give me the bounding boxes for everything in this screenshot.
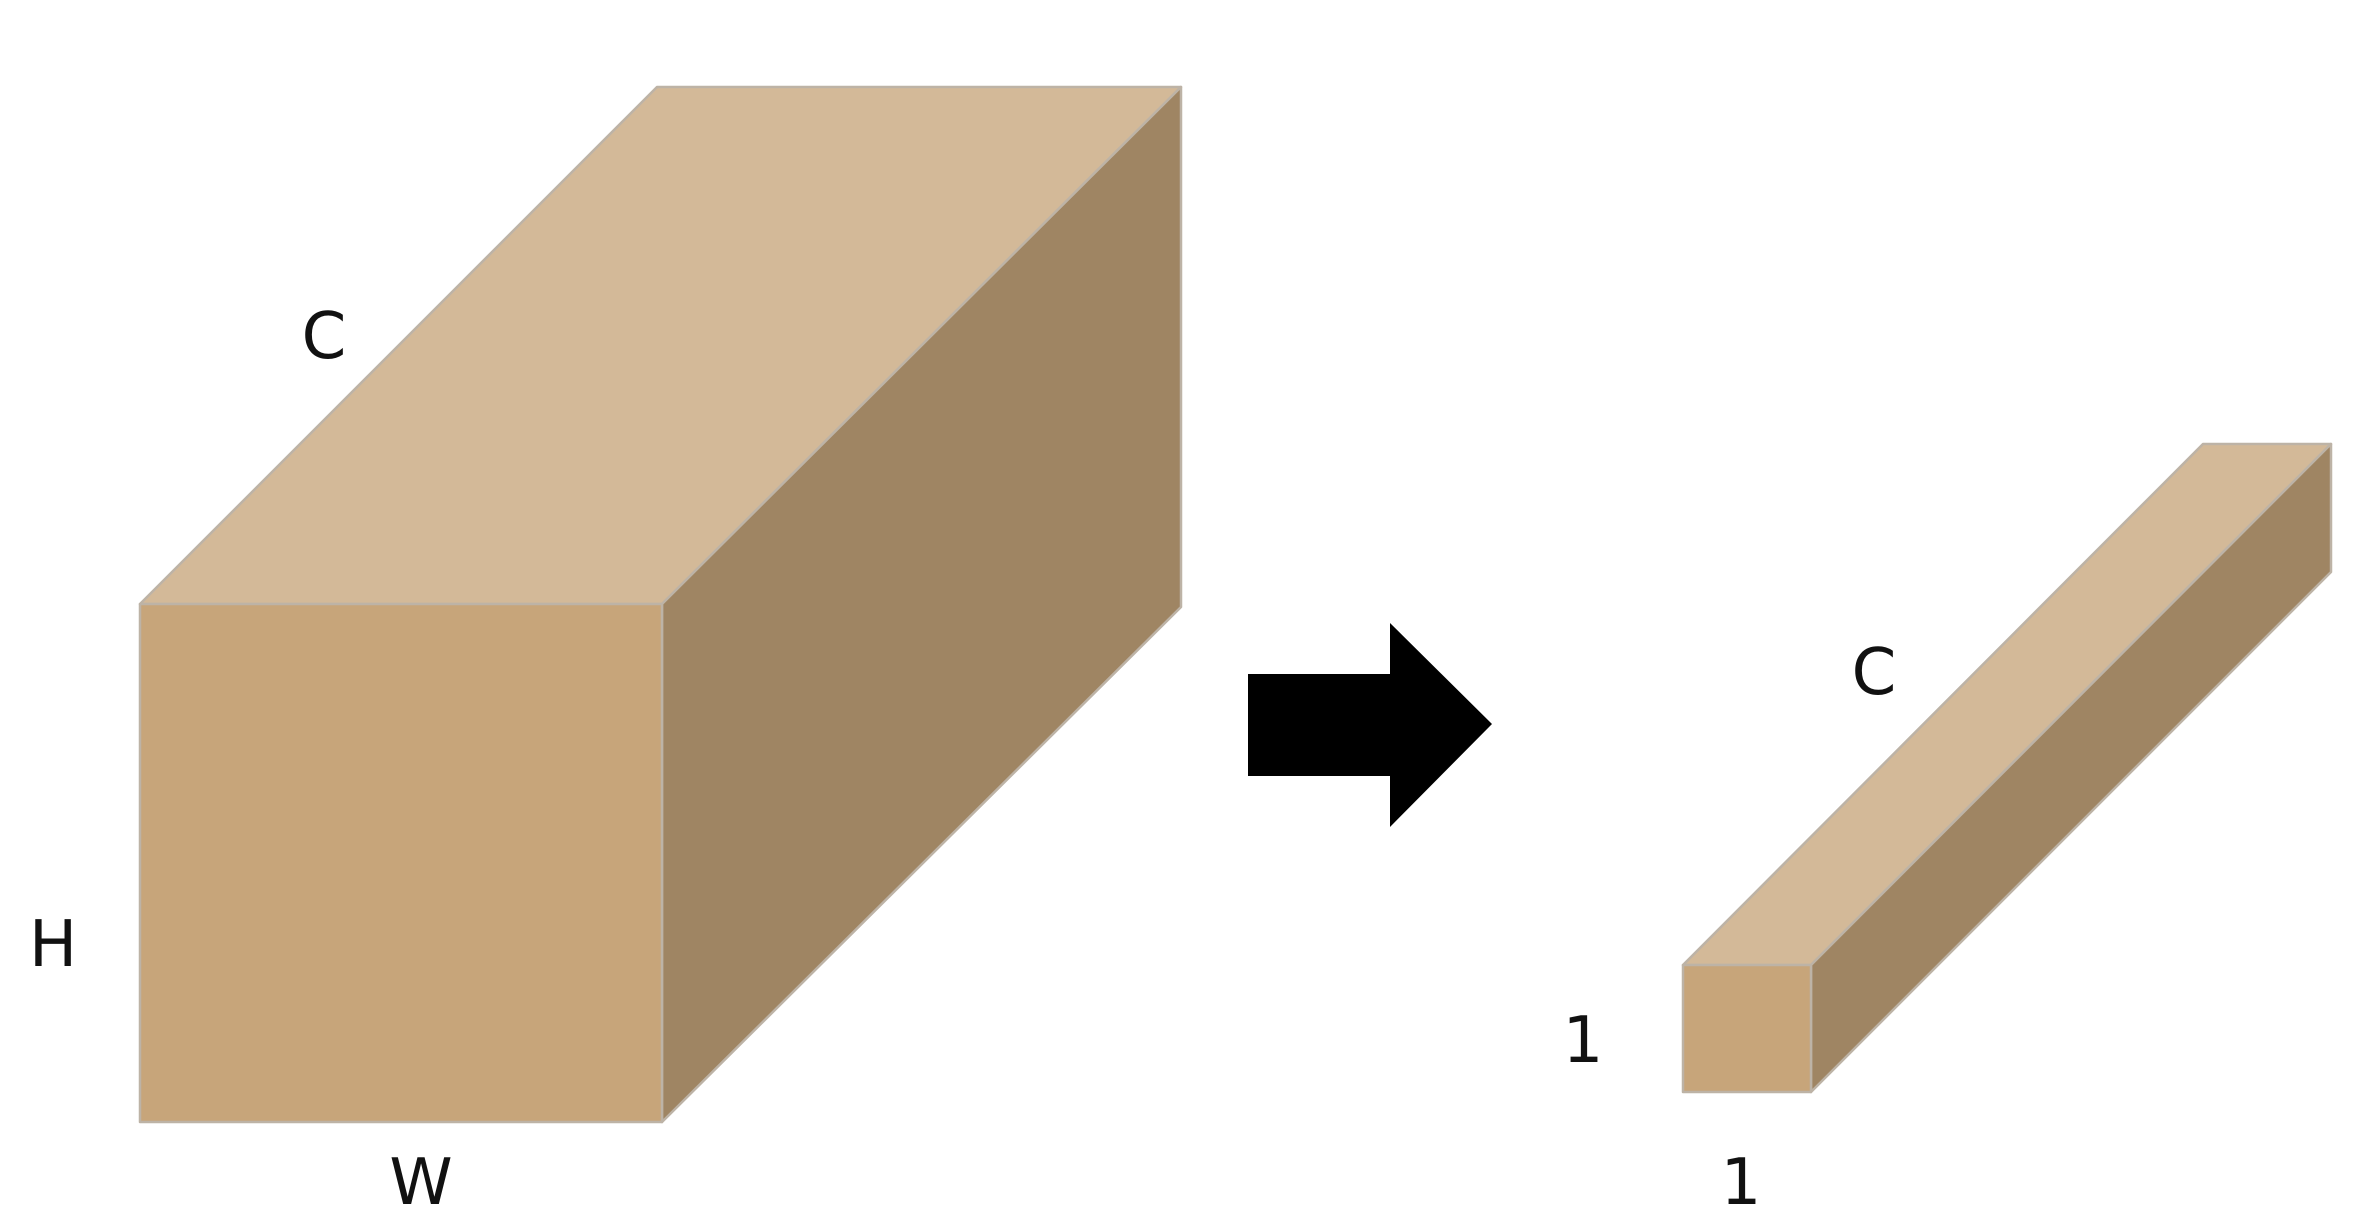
output-tensor-front-face [1681, 963, 1813, 1094]
input-width-label: W [389, 1146, 452, 1220]
input-channels-label: C [302, 300, 347, 374]
output-tensor-box [1681, 442, 2333, 1094]
output-width-label: 1 [1721, 1146, 1762, 1220]
output-channels-label: C [1852, 636, 1897, 710]
input-tensor-front-face [138, 602, 664, 1124]
input-height-label: H [29, 908, 77, 982]
output-height-label: 1 [1563, 1004, 1604, 1078]
right-arrow-icon [1248, 623, 1492, 827]
input-tensor-box [138, 85, 1183, 1124]
